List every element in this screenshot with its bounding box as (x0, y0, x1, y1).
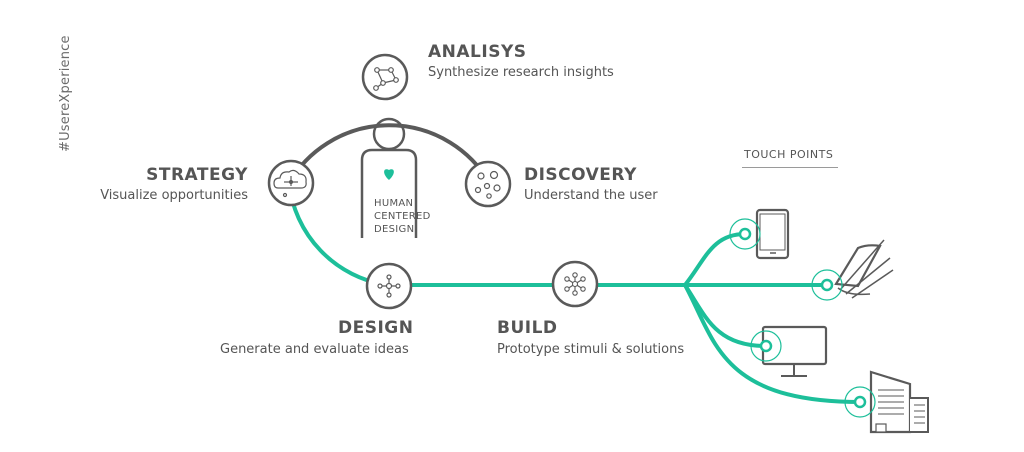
center-line-1: HUMAN (374, 198, 414, 209)
center-line-2: CENTERED (374, 211, 431, 222)
discovery-title: DISCOVERY (524, 165, 637, 185)
strategy-title: STRATEGY (146, 165, 248, 185)
book-icon (811, 239, 894, 301)
touch-points-title: TOUCH POINTS (744, 148, 834, 161)
design-title: DESIGN (338, 318, 414, 338)
analysis-title: ANALISYS (428, 42, 527, 62)
discovery-subtitle: Understand the user (524, 188, 658, 203)
branch-monitor (683, 283, 766, 348)
build-title: BUILD (497, 318, 558, 338)
strategy-node (267, 159, 315, 207)
dots-cluster-icon (474, 170, 501, 199)
network-graph-icon (373, 67, 399, 91)
tablet-icon (729, 208, 790, 260)
monitor-icon (750, 325, 828, 377)
cloud-network-icon (273, 169, 307, 198)
branch-tablet (683, 232, 746, 287)
branch-building (683, 284, 861, 404)
analysis-subtitle: Synthesize research insights (428, 65, 614, 80)
touch-points-divider (742, 167, 838, 168)
molecule-icon (564, 272, 586, 296)
building-icon (844, 370, 929, 434)
heart-icon (384, 169, 394, 180)
hashtag-label: #UsereXperience (58, 35, 73, 152)
design-subtitle: Generate and evaluate ideas (220, 342, 409, 357)
center-line-3: DESIGN (374, 224, 415, 235)
design-node (365, 262, 413, 310)
strategy-subtitle: Visualize opportunities (100, 188, 248, 203)
hub-nodes-icon (377, 274, 401, 298)
cycle-arc-gray (287, 123, 491, 185)
build-subtitle: Prototype stimuli & solutions (497, 342, 685, 357)
person-icon (360, 117, 418, 238)
analysis-node (361, 53, 409, 101)
build-node (551, 260, 599, 308)
discovery-node (464, 160, 512, 208)
center-label: HUMAN CENTERED DESIGN (374, 197, 431, 236)
